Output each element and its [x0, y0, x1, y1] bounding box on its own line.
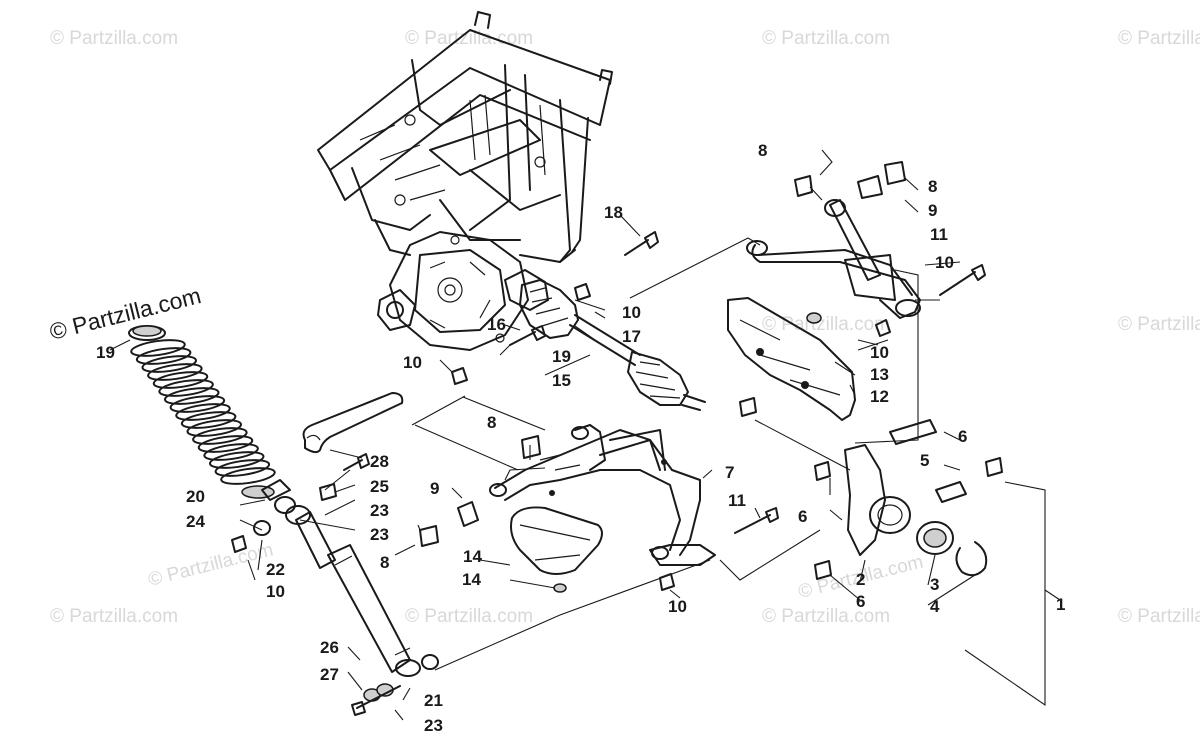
rear-gearcase [377, 231, 576, 351]
callout-label: 19 [552, 347, 571, 366]
spring-coil-turn [175, 403, 231, 421]
watermark: © Partzilla.com [1118, 314, 1200, 335]
watermark: © Partzilla.com [1118, 28, 1200, 49]
callout-label: 5 [920, 451, 929, 470]
spring-coil-turn [208, 451, 265, 469]
callout-label: 10 [622, 303, 641, 322]
leader-lines [109, 149, 1061, 721]
spring-coil-turn [186, 419, 243, 437]
callout-label: 25 [370, 477, 389, 496]
spring-coil-turn [147, 363, 203, 381]
callout-label: 17 [622, 327, 641, 346]
callout-label: 8 [380, 553, 389, 572]
spring-coil-turn [192, 427, 248, 445]
watermark: © Partzilla.com [762, 314, 890, 335]
spring-coil-turn [203, 443, 259, 461]
callout-label: 2 [856, 570, 865, 589]
callout-label: 3 [930, 575, 939, 594]
frame-chassis [317, 11, 613, 263]
callout-label: 6 [798, 507, 807, 526]
watermark: © Partzilla.com [1118, 606, 1200, 627]
brand-watermark: © Partzilla.com [47, 282, 204, 345]
spring-coil-turn [169, 395, 226, 413]
a-arm [489, 424, 716, 566]
callout-label: 11 [728, 491, 746, 510]
callout-label: 10 [266, 582, 285, 601]
watermark: © Partzilla.com [405, 606, 533, 627]
callout-label: 1 [1056, 595, 1065, 614]
callout-label: 9 [928, 201, 937, 220]
callout-label: 14 [463, 547, 482, 566]
watermark: © Partzilla.com [146, 540, 275, 591]
spring-seat [241, 485, 275, 499]
heat-shield [727, 297, 856, 421]
callout-label: 27 [320, 665, 339, 684]
callout-label: 6 [958, 427, 967, 446]
spring-coil-turn [180, 411, 237, 429]
callout-label: 11 [930, 225, 948, 244]
callout-label: 21 [424, 691, 443, 710]
watermark: © Partzilla.com [50, 28, 178, 49]
callout-label: 10 [403, 353, 422, 372]
knuckle [844, 444, 988, 577]
spring-coil-turn [158, 379, 214, 397]
callout-label: 12 [870, 387, 889, 406]
watermark: © Partzilla.com [50, 606, 178, 627]
callout-label: 7 [725, 463, 734, 482]
callout-label: 8 [758, 141, 767, 160]
callout-layer: 1 2 3 4 5 6 6 6 7 8 8 8 8 9 9 10 10 10 1… [96, 141, 1065, 735]
spring-coil-turn [197, 435, 254, 453]
callout-label: 16 [487, 315, 506, 334]
spring-coil-turn [214, 459, 271, 477]
watermark: © Partzilla.com [405, 28, 533, 49]
callout-label: 14 [462, 570, 481, 589]
callout-label: 15 [552, 371, 571, 390]
callout-label: 23 [424, 716, 443, 735]
callout-label: 24 [186, 512, 205, 531]
callout-label: 26 [320, 638, 339, 657]
skid-guard [510, 506, 603, 575]
callout-label: 8 [487, 413, 496, 432]
callout-label: 20 [186, 487, 205, 506]
spring-coil-turn [152, 371, 209, 389]
hardware [231, 161, 1003, 716]
callout-label: 23 [370, 525, 389, 544]
callout-label: 10 [668, 597, 687, 616]
spring-coil-turn [163, 387, 220, 405]
callout-label: 28 [370, 452, 389, 471]
coil-spring [128, 325, 276, 499]
callout-label: 18 [604, 203, 623, 222]
callout-label: 6 [856, 592, 865, 611]
upper-arm [746, 199, 921, 319]
spring-coil-turn [141, 355, 198, 373]
spring-coil-turn [135, 347, 192, 365]
callout-label: 19 [96, 343, 115, 362]
callout-label: 23 [370, 501, 389, 520]
spring-coil-turn [130, 339, 186, 357]
watermark-layer: © Partzilla.com © Partzilla.com © Partzi… [50, 28, 1200, 627]
spring-coil-turn [220, 467, 276, 485]
watermark: © Partzilla.com [762, 28, 890, 49]
drive-axle [519, 279, 706, 411]
callout-label: 10 [870, 343, 889, 362]
callout-label: 13 [870, 365, 889, 384]
callout-label: 22 [266, 560, 285, 579]
shock-absorber [261, 479, 421, 677]
callout-label: 8 [928, 177, 937, 196]
callout-label: 4 [930, 597, 940, 616]
spanner-wrench [302, 392, 404, 454]
callout-label: 10 [935, 253, 954, 272]
callout-label: 9 [430, 479, 439, 498]
watermark: © Partzilla.com [762, 606, 890, 627]
